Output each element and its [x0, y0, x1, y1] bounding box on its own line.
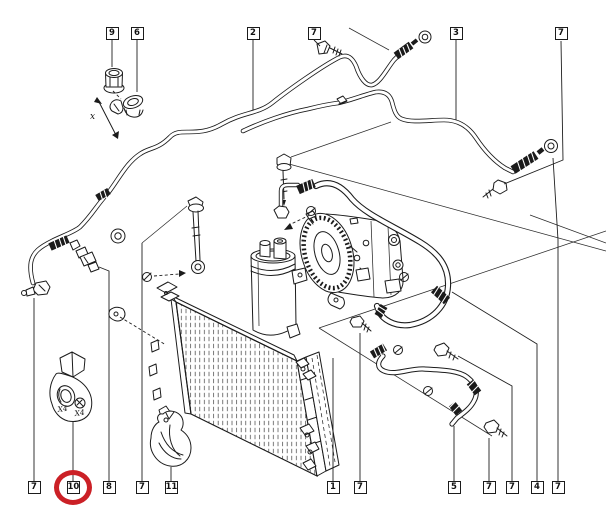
condenser	[148, 281, 340, 478]
bolt-right	[482, 179, 508, 199]
callout-7-bottom_row-0[interactable]: 7	[27, 481, 41, 494]
discharge-hose-4	[273, 175, 448, 325]
lube-point-icon	[306, 206, 316, 216]
bolt-pipe5-upper	[433, 342, 459, 361]
drier-foot	[286, 323, 301, 339]
bolts	[316, 40, 508, 438]
bolt-eyelet	[191, 260, 205, 274]
service-valve-8	[69, 239, 100, 273]
compressor-bracket	[327, 292, 345, 310]
pipe-5	[369, 343, 482, 424]
pipe-3-nut	[544, 139, 558, 153]
x4-label-right: X4	[73, 408, 85, 418]
callout-10-bottom_row-1[interactable]: 10	[66, 481, 80, 494]
x4-label-left: X4	[56, 404, 68, 414]
drier-bracket	[291, 267, 308, 285]
bolt-pipe5-lower	[483, 419, 508, 438]
callout-7-bottom_row-6[interactable]: 7	[353, 481, 367, 494]
callout-4-bottom_row-10[interactable]: 4	[530, 481, 544, 494]
compressor	[299, 210, 404, 310]
x-dimension-arrow: x	[90, 97, 119, 139]
lube-point-icon	[423, 386, 433, 396]
pipe-2-nut	[418, 30, 432, 44]
receiver-drier	[250, 237, 308, 339]
callout-7-bottom_row-3[interactable]: 7	[135, 481, 149, 494]
grommet-6	[109, 95, 144, 118]
small-clip	[108, 306, 126, 322]
highlight-circle	[54, 470, 92, 505]
lube-point-icon	[399, 272, 409, 282]
condenser-right-bracket	[295, 357, 310, 369]
callout-7-top_row-3[interactable]: 7	[307, 27, 321, 40]
callout-1-bottom_row-5[interactable]: 1	[326, 481, 340, 494]
pipe-3	[243, 92, 558, 172]
callout-7-top_row-5[interactable]: 7	[554, 27, 568, 40]
pressure-sensor	[21, 280, 51, 297]
callout-5-bottom_row-7[interactable]: 5	[447, 481, 461, 494]
leader-lines	[33, 39, 564, 481]
condenser-bracket-top	[156, 281, 178, 294]
x-mark-label: x	[90, 112, 95, 122]
lube-point-icon	[142, 272, 152, 282]
bolt-top	[316, 40, 343, 57]
callout-11-bottom_row-4[interactable]: 11	[164, 481, 178, 494]
pipe-2-union-nut	[110, 228, 126, 244]
assembly-arrow	[153, 273, 180, 277]
callout-6-top_row-1[interactable]: 6	[130, 27, 144, 40]
lube-point-icon	[393, 345, 403, 355]
callout-8-bottom_row-2[interactable]: 8	[102, 481, 116, 494]
callout-2-top_row-2[interactable]: 2	[246, 27, 260, 40]
callout-3-top_row-4[interactable]: 3	[449, 27, 463, 40]
pipe-2	[31, 30, 432, 283]
callout-9-top_row-0[interactable]: 9	[105, 27, 119, 40]
clip-11	[149, 410, 192, 467]
diagram-annotations: x X4 X4	[56, 90, 433, 418]
condenser-mounting-bolt	[187, 196, 205, 274]
callout-7-bottom_row-8[interactable]: 7	[482, 481, 496, 494]
assembly-arrow	[288, 214, 311, 226]
hose-union-nut	[273, 205, 290, 219]
callout-7-bottom_row-11[interactable]: 7	[551, 481, 565, 494]
callout-7-bottom_row-9[interactable]: 7	[505, 481, 519, 494]
grommet-kit-10	[49, 351, 93, 422]
condenser-rear-panel	[305, 351, 340, 472]
compressor-port	[388, 234, 400, 246]
condenser-side-tab	[150, 339, 160, 353]
bolt-compressor	[349, 315, 372, 333]
mounting-nut-9	[103, 68, 125, 94]
